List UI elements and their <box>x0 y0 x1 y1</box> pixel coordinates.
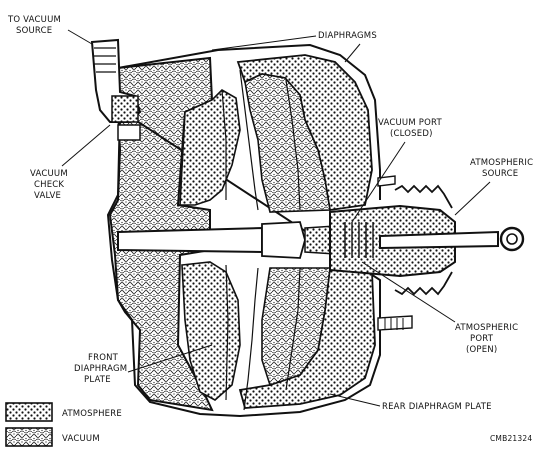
svg-text:VACUUM PORT: VACUUM PORT <box>378 118 442 128</box>
label-line: DIAPHRAGMS <box>318 31 377 41</box>
svg-text:VACUUM: VACUUM <box>30 169 68 179</box>
front-diaphragm-atmo-lower <box>181 261 241 401</box>
svg-text:ATMOSPHERIC: ATMOSPHERIC <box>455 323 518 333</box>
figure-code: CMB21324 <box>490 434 532 443</box>
svg-text:SOURCE: SOURCE <box>16 26 52 36</box>
svg-text:(CLOSED): (CLOSED) <box>390 129 433 139</box>
label-line: VALVE <box>34 191 61 201</box>
label-vacuum-check-valve: VACUUM CHECK VALVE <box>30 124 111 201</box>
front-diaphragm-atmo-upper <box>179 89 241 206</box>
label-atmospheric-source: ATMOSPHERIC SOURCE <box>454 158 533 216</box>
label-line: SOURCE <box>482 169 518 179</box>
push-rod-assembly <box>117 175 525 331</box>
label-line: FRONT <box>88 353 119 363</box>
label-line: CHECK <box>34 180 64 190</box>
label-line: REAR DIAPHRAGM PLATE <box>382 402 492 412</box>
middle-vacuum-upper <box>244 73 331 213</box>
housing-outline <box>106 43 381 418</box>
legend-swatch-atmosphere <box>5 402 53 422</box>
vacuum-check-valve <box>90 38 142 141</box>
svg-text:ATMOSPHERIC: ATMOSPHERIC <box>470 158 533 168</box>
label-to-vacuum-source: TO VACUUM SOURCE <box>7 15 93 45</box>
rear-diaphragm-plate-line <box>239 69 259 411</box>
label-line: (CLOSED) <box>390 129 433 139</box>
svg-text:CHECK: CHECK <box>34 180 64 190</box>
svg-text:VACUUM: VACUUM <box>62 434 100 444</box>
svg-text:PORT: PORT <box>470 334 494 344</box>
legend: ATMOSPHERE VACUUM <box>5 402 122 447</box>
svg-text:ATMOSPHERE: ATMOSPHERE <box>62 409 122 419</box>
legend-swatch-vacuum <box>5 427 53 447</box>
label-line: VACUUM <box>30 169 68 179</box>
label-atmospheric-port: ATMOSPHERIC PORT (OPEN) <box>361 261 518 355</box>
label-line: (OPEN) <box>466 345 497 355</box>
label-rear-diaphragm-plate: REAR DIAPHRAGM PLATE <box>329 393 492 412</box>
svg-text:PLATE: PLATE <box>84 375 111 385</box>
label-line: ATMOSPHERIC <box>470 158 533 168</box>
label-line: VACUUM PORT <box>378 118 442 128</box>
legend-label-atmosphere: ATMOSPHERE <box>62 409 122 419</box>
svg-text:DIAPHRAGM: DIAPHRAGM <box>74 364 127 374</box>
label-line: TO VACUUM <box>7 15 61 25</box>
front-diaphragm-plate-line <box>221 89 229 401</box>
svg-text:FRONT: FRONT <box>88 353 119 363</box>
booster-housing <box>106 43 381 418</box>
label-front-diaphragm-plate: FRONT DIAPHRAGM PLATE <box>74 344 213 385</box>
svg-text:SOURCE: SOURCE <box>482 169 518 179</box>
label-line: PORT <box>470 334 494 344</box>
label-line: SOURCE <box>16 26 52 36</box>
label-line: DIAPHRAGM <box>74 364 127 374</box>
svg-text:(OPEN): (OPEN) <box>466 345 497 355</box>
legend-label-vacuum: VACUUM <box>62 434 100 444</box>
label-line: PLATE <box>84 375 111 385</box>
label-diaphragms: DIAPHRAGMS <box>211 31 377 63</box>
label-vacuum-port: VACUUM PORT (CLOSED) <box>351 118 442 223</box>
svg-text:REAR DIAPHRAGM PLATE: REAR DIAPHRAGM PLATE <box>382 402 492 412</box>
divider-line-lower <box>285 267 301 391</box>
svg-text:VALVE: VALVE <box>34 191 61 201</box>
svg-text:TO VACUUM: TO VACUUM <box>7 15 61 25</box>
divider-line-upper <box>285 79 301 211</box>
svg-text:DIAPHRAGMS: DIAPHRAGMS <box>318 31 377 41</box>
label-line: ATMOSPHERIC <box>455 323 518 333</box>
